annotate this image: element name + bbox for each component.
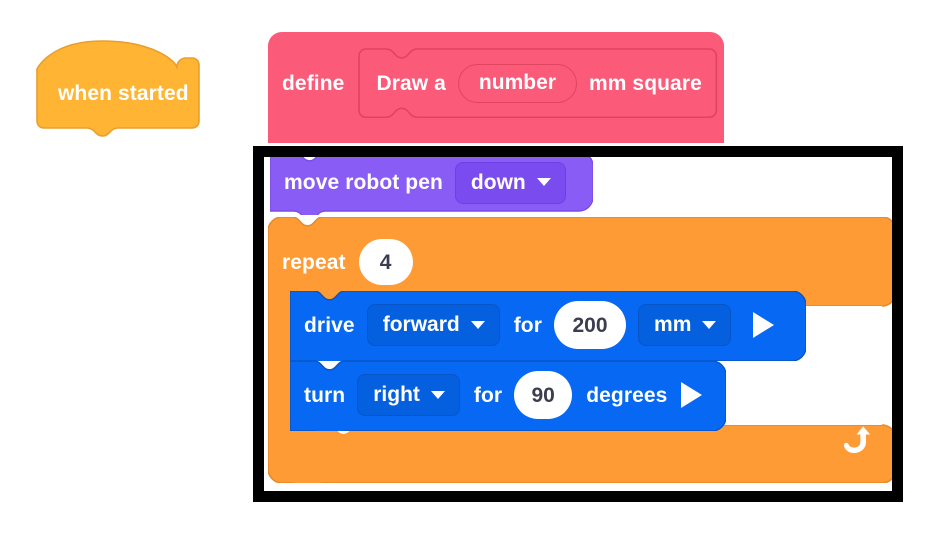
drive-row: drive forward for 200 mm [290,301,775,349]
turn-row: turn right for 90 degrees [290,371,703,419]
chevron-down-icon [430,390,445,399]
when-started-shape [36,40,200,137]
prototype-prefix-label: Draw a [376,71,446,95]
turn-unit-label: degrees [586,383,668,407]
play-icon[interactable] [753,312,775,338]
turn-angle-input[interactable]: 90 [514,371,573,419]
drive-direction-dropdown[interactable]: forward [366,304,500,346]
chevron-down-icon [702,320,717,329]
drive-unit-value: mm [654,313,692,336]
block-define-function[interactable]: define Draw a number mm square [268,31,724,143]
prototype-outline-shape [358,48,718,119]
drive-unit-dropdown[interactable]: mm [638,304,732,346]
block-drive[interactable]: drive forward for 200 mm [290,291,806,361]
drive-for-label: for [513,313,543,337]
pen-state-dropdown[interactable]: down [454,161,566,204]
define-block-row: define Draw a number mm square [268,31,718,143]
loop-arrow-icon [843,426,871,453]
play-icon[interactable] [681,382,703,408]
drive-distance-input[interactable]: 200 [554,301,627,349]
repeat-count-input[interactable]: 4 [358,239,413,285]
turn-for-label: for [473,383,503,407]
move-pen-row: move robot pen down [270,160,566,205]
prototype-suffix-label: mm square [588,71,702,95]
repeat-label: repeat [282,250,346,274]
pen-state-value: down [470,170,526,194]
drive-direction-value: forward [382,313,460,336]
chevron-down-icon [470,320,485,329]
define-keyword-label: define [282,71,345,95]
block-turn[interactable]: turn right for 90 degrees [290,361,726,431]
prototype-argument-number[interactable]: number [457,63,577,103]
block-when-started[interactable]: when started [36,36,200,140]
function-prototype[interactable]: Draw a number mm square [358,48,718,119]
when-started-label: when started [58,82,189,105]
turn-direction-value: right [373,383,420,406]
move-pen-label: move robot pen [284,171,443,194]
chevron-down-icon [536,178,551,186]
repeat-row: repeat 4 [268,239,413,285]
drive-label: drive [304,313,355,337]
turn-direction-dropdown[interactable]: right [357,374,460,416]
turn-label: turn [304,383,346,407]
block-move-robot-pen[interactable]: move robot pen down [270,152,593,215]
